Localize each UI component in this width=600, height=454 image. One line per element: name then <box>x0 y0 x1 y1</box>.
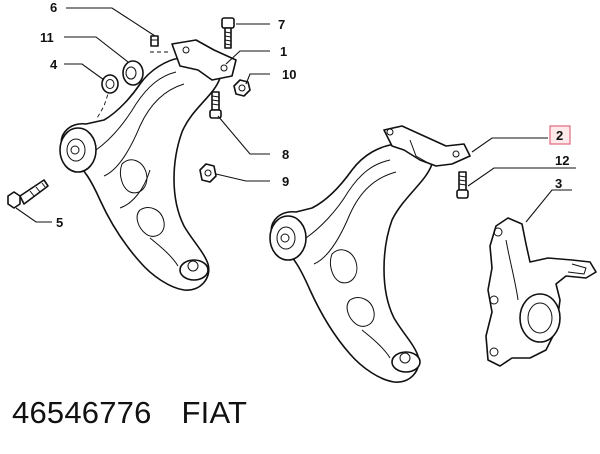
left-control-arm <box>60 55 222 291</box>
callout-4: 4 <box>50 57 58 72</box>
callout-8: 8 <box>282 147 289 162</box>
washer-part-4 <box>101 74 119 94</box>
nut-part-10 <box>233 79 251 97</box>
callout-7: 7 <box>278 17 285 32</box>
bolt-part-12 <box>456 171 469 199</box>
highlight-box <box>549 125 571 145</box>
steering-knuckle-part-3 <box>485 217 597 367</box>
left-leader-lines <box>15 7 270 223</box>
right-rear-bracket-part-2 <box>383 125 471 167</box>
callout-5: 5 <box>56 215 63 230</box>
left-front-bushing <box>59 127 97 173</box>
callout-9: 9 <box>282 174 289 189</box>
callout-11: 11 <box>40 30 54 45</box>
callout-1: 1 <box>280 44 287 59</box>
long-bolt-part-5 <box>7 179 49 209</box>
left-rear-bracket <box>171 39 237 81</box>
callout-10: 10 <box>282 67 296 82</box>
right-leader-lines <box>467 137 576 223</box>
bushing-part-11 <box>122 60 144 86</box>
callout-labels: 6 7 11 1 4 10 8 9 5 2 12 3 <box>40 0 569 230</box>
part-number: 46546776 <box>12 395 152 430</box>
callout-3: 3 <box>555 176 562 191</box>
callout-12: 12 <box>555 153 569 168</box>
left-ball-joint <box>179 259 209 281</box>
nut-part-9 <box>199 163 217 183</box>
callout-6: 6 <box>50 0 57 15</box>
part-caption: 46546776 FIAT <box>12 395 247 431</box>
right-ball-joint <box>391 351 421 373</box>
right-control-arm-assembly <box>269 125 597 383</box>
right-control-arm <box>270 141 434 383</box>
small-bolt-part-6 <box>150 35 159 47</box>
callout-2: 2 <box>556 128 563 143</box>
bolt-part-8 <box>209 91 222 119</box>
left-control-arm-assembly <box>7 17 251 291</box>
bolt-part-7 <box>221 17 235 49</box>
brand-name: FIAT <box>181 395 248 430</box>
right-front-bushing <box>269 215 307 261</box>
